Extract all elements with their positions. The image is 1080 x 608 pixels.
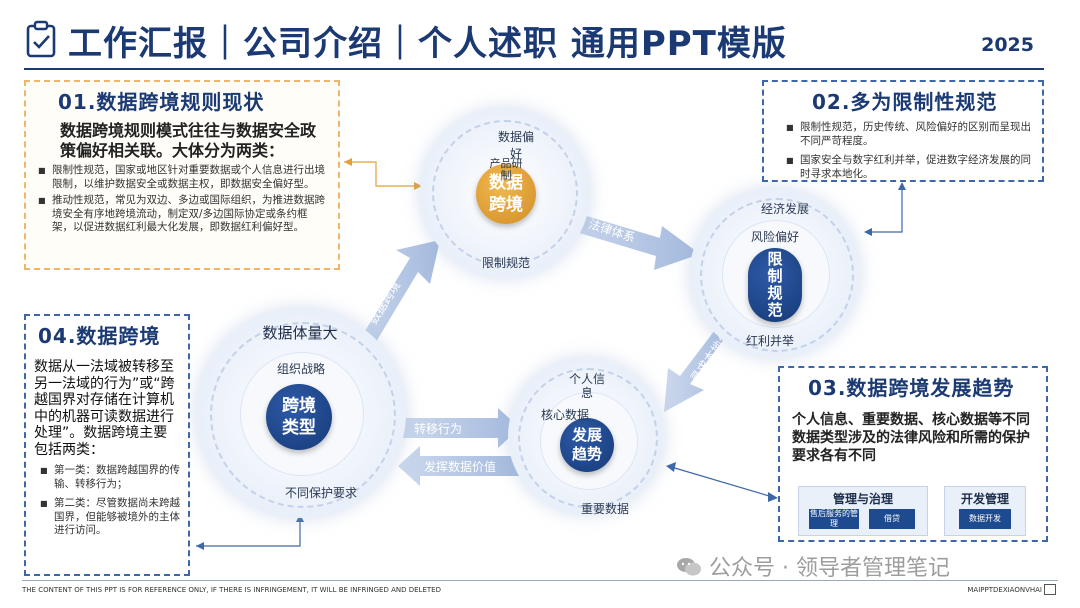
box-02-bullet-1: 限制性规范，历史传统、风险偏好的区别而呈现出不同严苛程度。: [786, 121, 1032, 148]
circle-right-core: 限 制 规 范: [748, 248, 802, 322]
band-left-to-center: [400, 408, 520, 448]
circle-center-ring: [518, 368, 658, 508]
circle-right-bottom-label: 红利并举: [745, 334, 794, 348]
panel-governance: 管理与治理 售后服务的管理 借贷: [798, 486, 928, 536]
box-01-lead: 数据跨境规则模式往往与数据安全政策偏好相关联。大体分为两类：: [60, 121, 317, 160]
circle-left-outer-label: 数据体量大: [262, 324, 338, 342]
box-01-bullet-1: 限制性规范，国家或地区针对重要数据或个人信息进行出境限制，以维护数据安全或数据主…: [38, 164, 328, 191]
arrow-label-5: 发挥数据价值: [424, 460, 497, 474]
circle-left-ring: [210, 322, 396, 508]
connector-box03: [667, 465, 777, 499]
page-title: 工作汇报｜公司介绍｜个人述职 通用PPT模版: [68, 24, 787, 64]
panel-governance-title: 管理与治理: [832, 492, 893, 506]
box-04-bullet-2: 第二类：尽管数据尚未跨越国界，但能够被境外的主体进行访问。: [40, 497, 180, 538]
circle-left-inner-label: 组织战略: [276, 362, 325, 376]
panel-development-title: 开发管理: [960, 492, 1009, 506]
circle-center-inner: [540, 392, 638, 490]
circle-top-bottom-label: 限制规范: [481, 256, 530, 270]
header-divider: [24, 68, 1044, 70]
band-center-to-left: [398, 446, 520, 486]
watermark-text: 公众号 · 领导者管理笔记: [709, 556, 950, 581]
footer-brand: MAIPPTDEXIAONVHAI: [967, 586, 1042, 594]
chip-data-dev: 数据开发: [959, 509, 1011, 529]
circle-center-outer-label: 个人信 息: [568, 372, 605, 400]
footer-divider: [22, 580, 1058, 581]
box-02-bullet-2: 国家安全与数字红利并举，促进数字经济发展的同时寻求本地化。: [786, 154, 1032, 181]
arrow-label-4: 转移行为: [414, 422, 463, 436]
box-04: 04.数据跨境 数据从一法域被转移至另一法域的行为”或“跨越国界对存储在计算机中…: [24, 314, 190, 576]
circle-top-outer-label: 数据偏 好: [497, 130, 534, 161]
box-03-lead: 个人信息、重要数据、核心数据等不同数据类型涉及的法律风险和所需的保护要求各有不同: [792, 412, 1030, 464]
box-01-title: 01.数据跨境规则现状: [58, 90, 265, 114]
year-label: 2025: [981, 34, 1034, 56]
circle-top-inner-label: 产品研 制: [489, 157, 523, 182]
clipboard-icon: [24, 20, 60, 58]
box-03-title: 03.数据跨境发展趋势: [808, 376, 1015, 400]
box-04-bullet-1: 第一类：数据跨越国界的传输、转移行为；: [40, 464, 180, 491]
box-03: 03.数据跨境发展趋势 个人信息、重要数据、核心数据等不同数据类型涉及的法律风险…: [778, 366, 1048, 542]
circle-center-core: 发展 趋势: [560, 418, 614, 472]
circle-left-core: 跨境 类型: [266, 384, 332, 450]
circle-right-ring: [700, 198, 854, 352]
footer-notice: THE CONTENT OF THIS PPT IS FOR REFERENCE…: [22, 586, 441, 594]
panel-development: 开发管理 数据开发: [944, 486, 1026, 536]
circle-center-inner-label: 核心数据: [540, 408, 589, 422]
band-top-to-right: [556, 208, 700, 270]
footer-logo-icon: [1044, 584, 1056, 595]
box-02-title: 02.多为限制性规范: [812, 90, 998, 114]
box-04-lead: 数据从一法域被转移至另一法域的行为”或“跨越国界对存储在计算机中的机器可读数据进…: [34, 359, 175, 458]
box-04-title: 04.数据跨境: [38, 324, 161, 348]
band-right-to-center: [664, 318, 734, 412]
circle-left-bottom-label: 不同保护要求: [284, 486, 357, 500]
box-01: 01.数据跨境规则现状 数据跨境规则模式往往与数据安全政策偏好相关联。大体分为两…: [24, 80, 340, 270]
box-01-bullet-2: 推动性规范，常见为双边、多边或国际组织，为推进数据跨境安全有序地跨境流动，制定双…: [38, 194, 328, 235]
circle-right-outer-label: 经济发展: [760, 202, 809, 216]
connector-box02: [866, 184, 903, 233]
connector-box01: [344, 161, 414, 187]
connector-box04: [196, 516, 301, 547]
circle-top-core: 数据 跨境: [476, 164, 536, 224]
circle-center-bottom-label: 重要数据: [580, 502, 629, 516]
circle-top-ring: [432, 120, 578, 266]
chip-after-sales: 售后服务的管理: [809, 509, 859, 529]
wechat-icon: [676, 556, 702, 578]
watermark: 公众号 · 领导者管理笔记: [676, 550, 950, 582]
chip-lending: 借贷: [869, 509, 915, 529]
box-02: 02.多为限制性规范 限制性规范，历史传统、风险偏好的区别而呈现出不同严苛程度。…: [762, 80, 1044, 182]
band-left-to-top: [352, 240, 440, 362]
circle-right-inner-label: 风险偏好: [750, 230, 799, 244]
